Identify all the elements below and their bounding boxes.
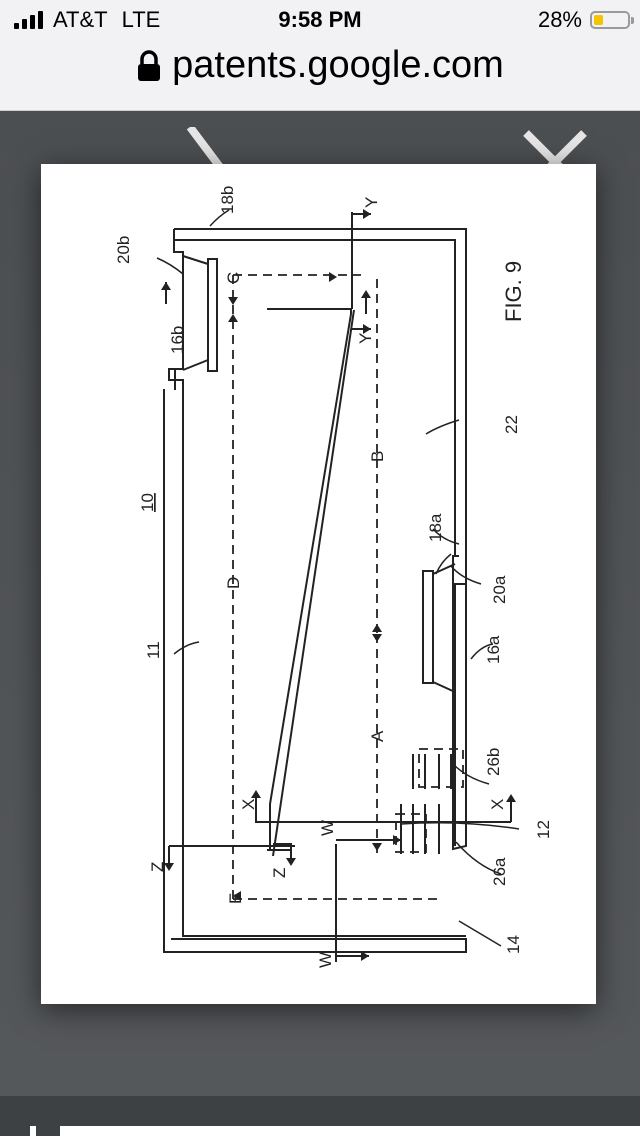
toolbar-item[interactable] — [60, 1126, 640, 1136]
label-26b: 26b — [484, 748, 503, 776]
status-bar: AT&T LTE 9:58 PM 28% — [0, 0, 640, 40]
label-w-bottom: W — [316, 952, 335, 968]
figure-9-drawing: 20b 18b 16b 10 11 C D B A E Y Y X X Z Z … — [114, 186, 553, 968]
label-12: 12 — [534, 820, 553, 839]
label-20b: 20b — [114, 236, 133, 264]
label-26a: 26a — [490, 857, 509, 886]
label-18a: 18a — [426, 513, 445, 542]
battery-icon — [590, 11, 634, 29]
carrier-info: AT&T LTE — [14, 7, 160, 33]
figure-label: FIG. 9 — [501, 261, 526, 322]
label-16b: 16b — [168, 326, 187, 354]
clock: 9:58 PM — [278, 7, 362, 32]
toolbar-item[interactable] — [30, 1126, 36, 1136]
label-c: C — [224, 272, 243, 284]
label-14: 14 — [504, 935, 523, 954]
chevron-left-icon[interactable] — [158, 127, 238, 177]
label-22: 22 — [502, 415, 521, 434]
label-10: 10 — [138, 493, 157, 512]
close-icon[interactable] — [520, 127, 590, 177]
network-type: LTE — [121, 7, 161, 32]
label-y-top: Y — [362, 197, 381, 208]
label-16a: 16a — [484, 635, 503, 664]
label-18b: 18b — [218, 186, 237, 214]
lock-icon — [138, 49, 161, 81]
label-e: E — [226, 893, 245, 904]
signal-strength-icon — [14, 11, 43, 29]
battery-info: 28% — [537, 7, 634, 33]
label-20a: 20a — [490, 575, 509, 604]
label-x-right: X — [488, 799, 507, 810]
label-x-left: X — [239, 799, 258, 810]
bottom-toolbar — [0, 1096, 640, 1136]
patent-drawing: 20b 18b 16b 10 11 C D B A E Y Y X X Z Z … — [41, 164, 596, 1004]
label-11: 11 — [144, 641, 163, 659]
label-y: Y — [356, 333, 375, 344]
label-b: B — [368, 451, 387, 462]
label-z: Z — [270, 868, 289, 878]
label-w: W — [318, 820, 337, 836]
carrier-name: AT&T — [53, 7, 108, 32]
label-d: D — [224, 577, 243, 589]
battery-percent: 28% — [537, 7, 582, 32]
address-bar[interactable]: patents.google.com — [0, 40, 640, 111]
label-a: A — [368, 730, 387, 742]
url-display[interactable]: patents.google.com — [0, 44, 640, 87]
url-text: patents.google.com — [172, 44, 504, 86]
label-z-left: Z — [148, 862, 167, 872]
